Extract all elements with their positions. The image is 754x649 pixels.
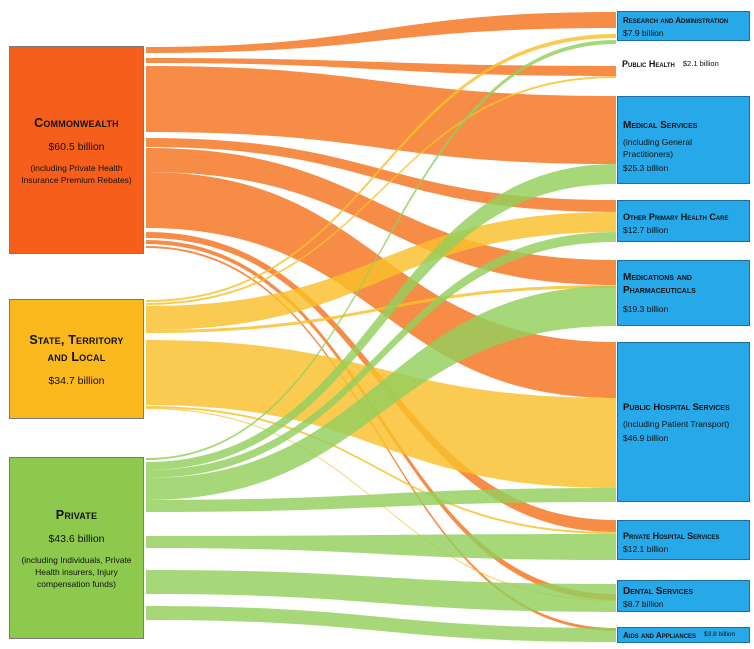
target-note: (including Patient Transport)	[623, 419, 730, 429]
source-name: Private	[55, 507, 98, 522]
flow-private-to-medical	[146, 164, 616, 470]
flow-state-to-research	[146, 34, 616, 302]
flow-state-to-other-primary	[146, 212, 616, 330]
target-node-aids: Aids and Appliances $3.8 billion	[617, 627, 750, 643]
target-node-public-health: Public Health $2.1 billion	[617, 56, 750, 72]
source-note: (including Individuals, Private Health i…	[21, 554, 132, 589]
source-amount: $43.6 billion	[48, 532, 105, 545]
source-node-commonwealth: Commonwealth $60.5 billion (including Pr…	[9, 46, 144, 254]
source-node-state: State, Territory and Local $34.7 billion	[9, 299, 144, 419]
flow-state-to-public-health	[146, 76, 616, 305]
flow-private-to-dental	[146, 570, 616, 612]
target-node-other-primary: Other Primary Health Care $12.7 billion	[617, 200, 750, 242]
target-node-medical: Medical Services (including General Prac…	[617, 96, 750, 184]
target-amount: $2.1 billion	[682, 59, 719, 68]
flow-private-to-other-primary	[146, 232, 616, 478]
target-name: Medical Services	[623, 120, 698, 131]
flow-state-to-public-hospital	[146, 340, 616, 488]
target-name: Private Hospital Services	[623, 531, 720, 541]
target-amount: $19.3 billion	[623, 304, 669, 314]
target-amount: $25.3 billion	[623, 163, 669, 173]
target-name: Public Hospital Services	[623, 402, 730, 413]
target-node-research: Research and Administration $7.9 billion	[617, 11, 750, 41]
target-name: Medications and Pharmaceuticals	[623, 272, 696, 296]
target-name: Aids and Appliances	[623, 630, 697, 640]
flow-commonwealth-to-medical	[146, 66, 616, 164]
flow-commonwealth-to-public-health	[146, 58, 616, 76]
flow-state-to-medications	[146, 285, 616, 333]
flow-private-to-private-hospital	[146, 534, 616, 560]
target-node-medications: Medications and Pharmaceuticals $19.3 bi…	[617, 260, 750, 326]
flow-private-to-public-hospital	[146, 488, 616, 512]
target-name: Other Primary Health Care	[623, 212, 729, 222]
flow-commonwealth-to-research	[146, 12, 616, 53]
target-name: Research and Administration	[623, 16, 729, 25]
target-amount: $46.9 billion	[623, 433, 669, 443]
target-node-private-hospital: Private Hospital Services $12.1 billion	[617, 520, 750, 560]
flow-private-to-medications	[146, 286, 616, 500]
target-note: (including General Practitioners)	[623, 137, 692, 159]
target-node-public-hospital: Public Hospital Services (including Pati…	[617, 342, 750, 502]
source-amount: $60.5 billion	[48, 140, 105, 153]
source-note: (including Private Health Insurance Prem…	[21, 162, 132, 185]
target-amount: $12.1 billion	[623, 544, 669, 554]
flow-private-to-research	[146, 40, 616, 460]
target-amount: $3.8 billion	[704, 631, 736, 638]
target-amount: $12.7 billion	[623, 225, 669, 235]
flow-commonwealth-to-other-primary	[146, 138, 616, 212]
flow-private-to-aids	[146, 606, 616, 642]
flow-commonwealth-to-medications	[146, 148, 616, 285]
source-name: Commonwealth	[34, 115, 119, 130]
source-name: State, Territory and Local	[29, 332, 124, 364]
source-amount: $34.7 billion	[48, 374, 105, 387]
flow-state-to-private-hospital	[146, 406, 616, 534]
source-node-private: Private $43.6 billion (including Individ…	[9, 457, 144, 639]
target-amount: $8.7 billion	[623, 599, 664, 609]
target-name: Public Health	[622, 58, 675, 69]
target-name: Dental Services	[623, 586, 694, 597]
target-node-dental: Dental Services $8.7 billion	[617, 580, 750, 612]
target-amount: $7.9 billion	[623, 28, 664, 38]
